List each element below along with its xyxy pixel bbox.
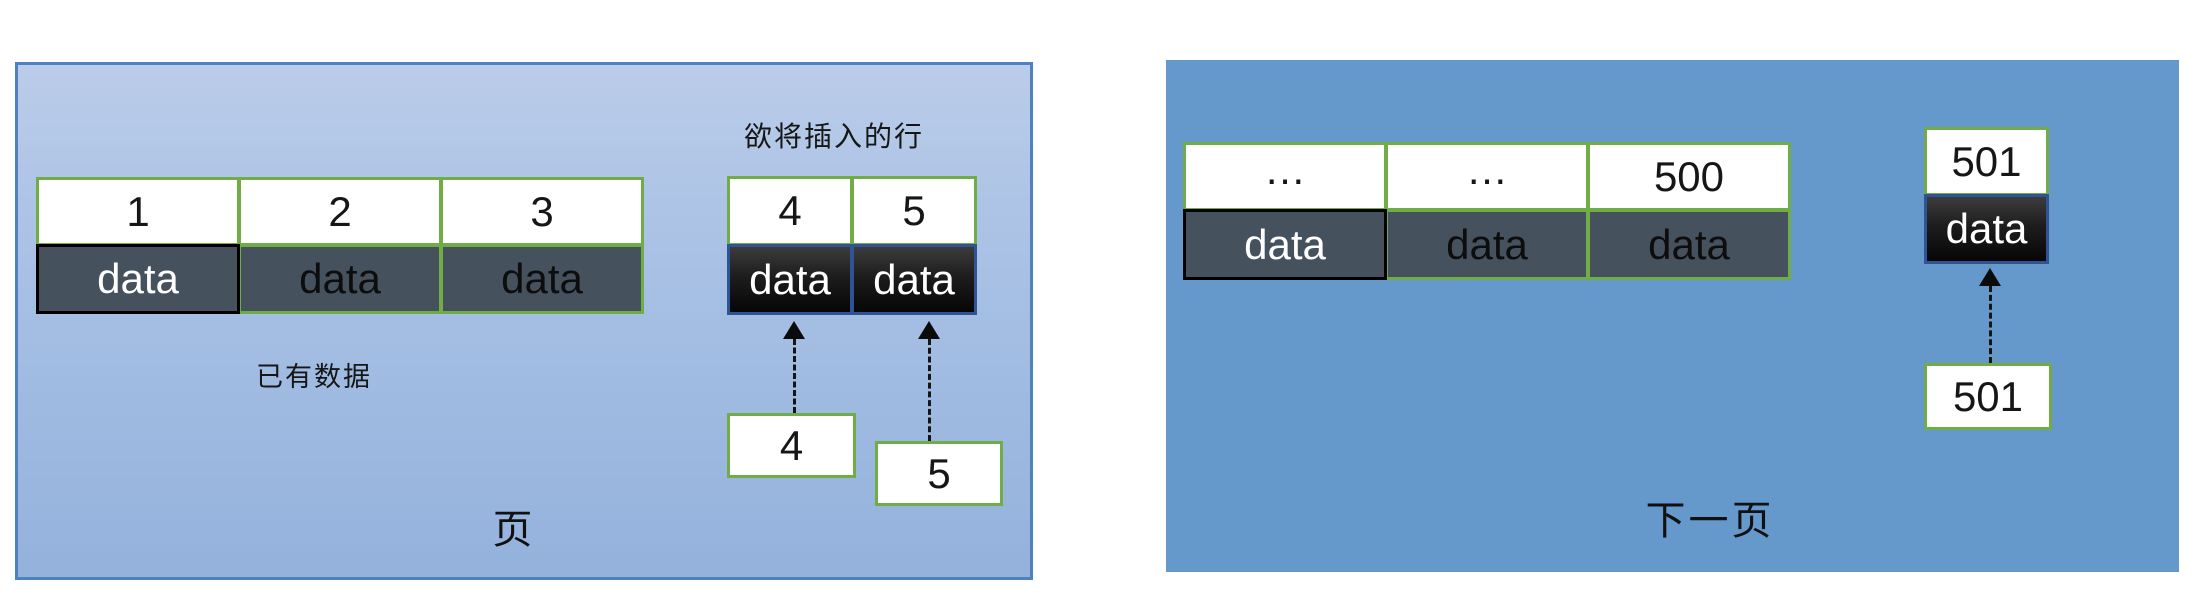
next-page-panel-title: 下一页 — [1645, 499, 1775, 543]
table-cell: 1 — [36, 177, 240, 246]
table-cell: … — [1183, 142, 1387, 211]
table-data-row: data data data — [1183, 209, 1791, 280]
pointer-box-5: 5 — [875, 441, 1003, 506]
dashed-arrow-line — [1988, 286, 1992, 363]
page-panel: 1 2 3 data data data 已有数据 欲将插入的行 4 5 dat… — [15, 62, 1033, 580]
table-cell: data — [851, 244, 977, 315]
table-cell: 5 — [851, 176, 977, 246]
arrowhead-up-icon — [783, 321, 805, 339]
table-cell: data — [727, 244, 853, 315]
next-page-panel: … … 500 data data data 501 data 50 — [1166, 60, 2179, 572]
table-cell: data — [1183, 209, 1387, 280]
table-header-row: … … 500 — [1183, 142, 1791, 211]
insert-rows-table: 4 5 data data — [727, 176, 977, 315]
table-data-row: data — [1924, 194, 2049, 264]
arrowhead-up-icon — [918, 321, 940, 339]
table-cell: 2 — [238, 177, 442, 246]
table-cell: data — [1385, 209, 1589, 280]
pointer-box-501: 501 — [1924, 363, 2052, 430]
insert-arrow-501 — [1978, 268, 2002, 363]
table-cell: 500 — [1587, 142, 1791, 211]
table-cell: 501 — [1924, 127, 2049, 196]
existing-data-label: 已有数据 — [256, 362, 372, 392]
table-header-row: 1 2 3 — [36, 177, 644, 246]
table-cell: 4 — [727, 176, 853, 246]
dashed-arrow-line — [927, 339, 931, 441]
pointer-box-4: 4 — [727, 413, 856, 478]
next-page-table: … … 500 data data data — [1183, 142, 1791, 280]
table-header-row: 501 — [1924, 127, 2049, 196]
table-data-row: data data data — [36, 244, 644, 314]
insert-arrow-1 — [782, 321, 806, 413]
existing-rows-table: 1 2 3 data data data — [36, 177, 644, 314]
table-cell: data — [1587, 209, 1791, 280]
inserted-column-501: 501 data — [1924, 127, 2049, 264]
arrowhead-up-icon — [1979, 268, 2001, 286]
table-cell: data — [36, 244, 240, 314]
insert-rows-label: 欲将插入的行 — [744, 121, 925, 152]
table-cell: data — [1924, 194, 2049, 264]
page-panel-title: 页 — [492, 508, 536, 552]
table-cell: … — [1385, 142, 1589, 211]
table-cell: data — [440, 244, 644, 314]
table-header-row: 4 5 — [727, 176, 977, 246]
table-cell: 3 — [440, 177, 644, 246]
insert-arrow-2 — [917, 321, 941, 441]
table-data-row: data data — [727, 244, 977, 315]
table-cell: data — [238, 244, 442, 314]
dashed-arrow-line — [792, 339, 796, 413]
